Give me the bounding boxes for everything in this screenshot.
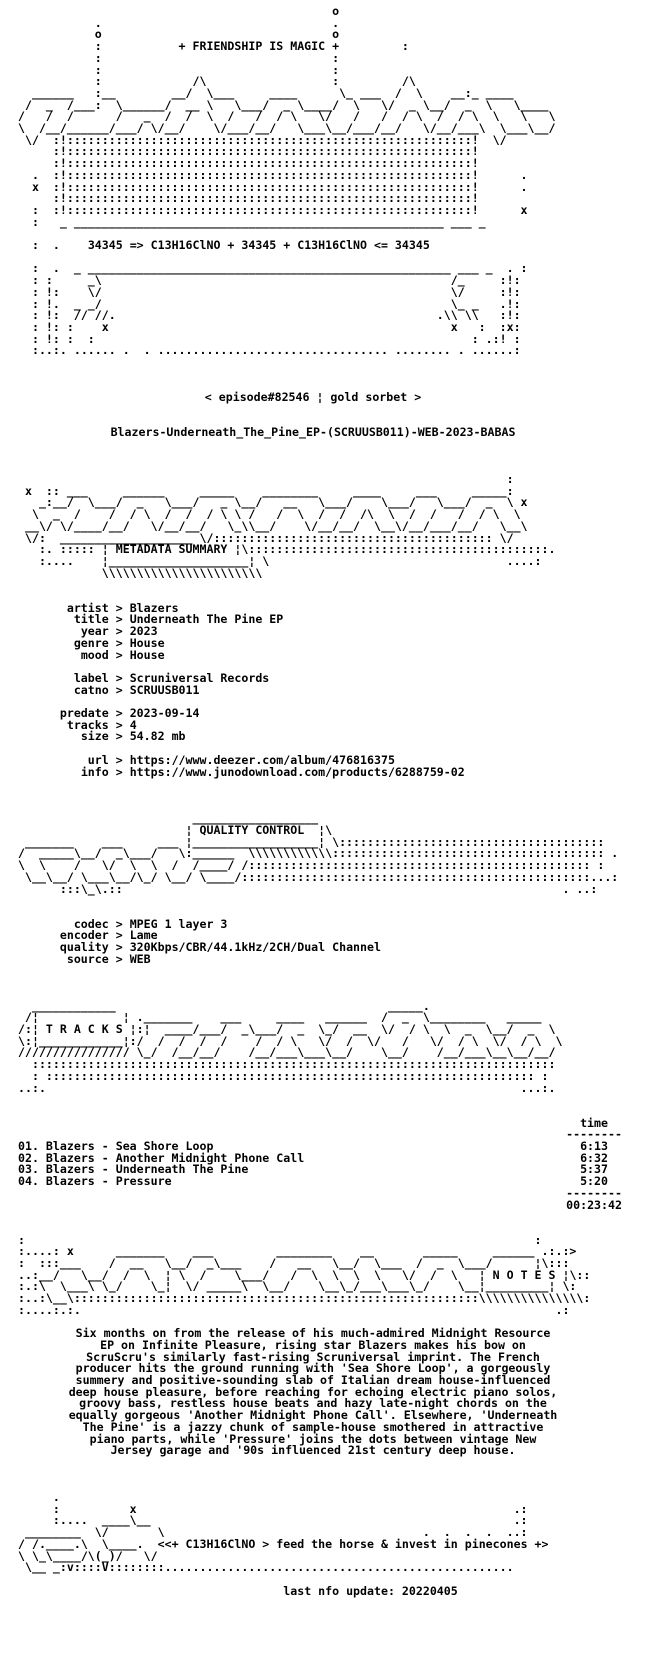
formula: 34345 => C13H16ClNO + 34345 + C13H16ClNO… [87,238,430,253]
quality-row-encoder: encoder > Lame [59,928,158,943]
notes-body: Six months on from the release of his mu… [18,1328,608,1457]
meta-row-artist: artist > Blazers [66,600,179,615]
notes-line: piano parts, while 'Pressure' joins the … [89,1431,537,1446]
meta-row-label: label > Scruniversal Records [73,670,270,685]
meta-row-catno: catno > SCRUUSB011 [73,682,200,697]
tracks-banner-art: ____________ _____. /¦ ¦ ._______ ___ __… [18,998,563,1095]
metadata-fields: artist > Blazers title > Underneath The … [18,600,638,779]
meta-row-url[interactable]: url > https://www.deezer.com/album/47681… [87,752,395,767]
release-name: Blazers-Underneath_The_Pine_EP-(SCRUUSB0… [110,425,516,440]
notes-title: N O T E S [492,1267,556,1282]
last-update: last nfo update: 20220405 [283,1583,458,1598]
meta-row-mood: mood > House [80,647,165,662]
notes-line: groovy bass, restless house beats and ha… [79,1396,547,1411]
notes-line: ScruScru's similarly fast-rising Scruniv… [86,1349,540,1364]
notes-line: Jersey garage and '90s influenced 21st c… [110,1443,516,1458]
episode-line: < episode#82546 ¦ gold sorbet > [204,390,422,405]
meta-row-genre: genre > House [73,635,165,650]
tracklist: time -------- 01. Blazers - Sea Shore Lo… [18,1115,622,1212]
header-ascii-art-bottom: : . _ __________________________________… [31,261,528,358]
header-ascii-art-top: o . . o o : + FRIENDSHIP IS MAGIC + : : … [18,6,556,229]
meta-row-info[interactable]: info > https://www.junodownload.com/prod… [80,764,465,779]
meta-row-tracks: tracks > 4 [66,717,137,732]
time-header: time [580,1115,608,1130]
motto: + FRIENDSHIP IS MAGIC + [178,39,340,54]
total-row: 00:23:42 [18,1197,622,1212]
metadata-banner-art: : x :: ___ ______ _____ ________ ____ __… [24,472,556,580]
url-link[interactable]: https://www.deezer.com/album/476816375 [129,752,395,767]
notes-line: deep house pleasure, before reaching for… [68,1384,558,1399]
track-row: 02. Blazers - Another Midnight Phone Cal… [18,1150,608,1165]
notes-line: The Pine' is a jazzy chunk of sample-hou… [82,1419,544,1434]
tracks-title: T R A C K S [45,1021,123,1036]
meta-row-title: title > Underneath The Pine EP [73,612,284,627]
info-link[interactable]: https://www.junodownload.com/products/62… [129,764,465,779]
notes-line: summery and positive-sounding slab of It… [75,1373,551,1388]
meta-row-size: size > 54.82 mb [80,729,186,744]
quality-row-source: source > WEB [66,951,151,966]
metadata-title: METADATA SUMMARY [115,542,228,557]
notes-line: equally gorgeous 'Another Midnight Phone… [68,1408,558,1423]
quality-row-codec: codec > MPEG 1 layer 3 [73,916,228,931]
time-header-row: time [18,1115,608,1130]
last-update-line: last nfo update: 20220405 [18,1583,638,1598]
footer-ascii-art: . : x .: :.... ____\__ .: ________ \/ \ [18,1490,549,1575]
total-time: 00:23:42 [566,1197,622,1212]
total-rule: -------- [566,1185,622,1200]
notes-line: producer hits the ground running with 'S… [75,1361,551,1376]
meta-row-year: year > 2023 [80,624,158,639]
quality-row-quality: quality > 320Kbps/CBR/44.1kHz/2CH/Dual C… [59,940,381,955]
nfo-document: o . . o o : + FRIENDSHIP IS MAGIC + : : … [18,6,638,1656]
notes-banner-art: : : :....: x _______ ___ ________ __ ___… [18,1232,591,1317]
quality-title: QUALITY CONTROL [199,823,305,838]
notes-line: EP on Infinite Pleasure, rising star Bla… [100,1337,526,1352]
formula-line: : . 34345 => C13H16ClNO + 34345 + C13H16… [18,238,430,253]
notes-line: Six months on from the release of his mu… [75,1326,551,1341]
quality-banner-art: __________________ ¦ QUALITY CONTROL ¦\ … [18,811,619,896]
meta-row-predate: predate > 2023-09-14 [59,706,200,721]
footer-tagline: <<+ C13H16ClNO > feed the horse & invest… [157,1536,549,1551]
quality-fields: codec > MPEG 1 layer 3 encoder > Lame qu… [18,916,638,966]
time-header-rule: -------- [566,1127,622,1142]
